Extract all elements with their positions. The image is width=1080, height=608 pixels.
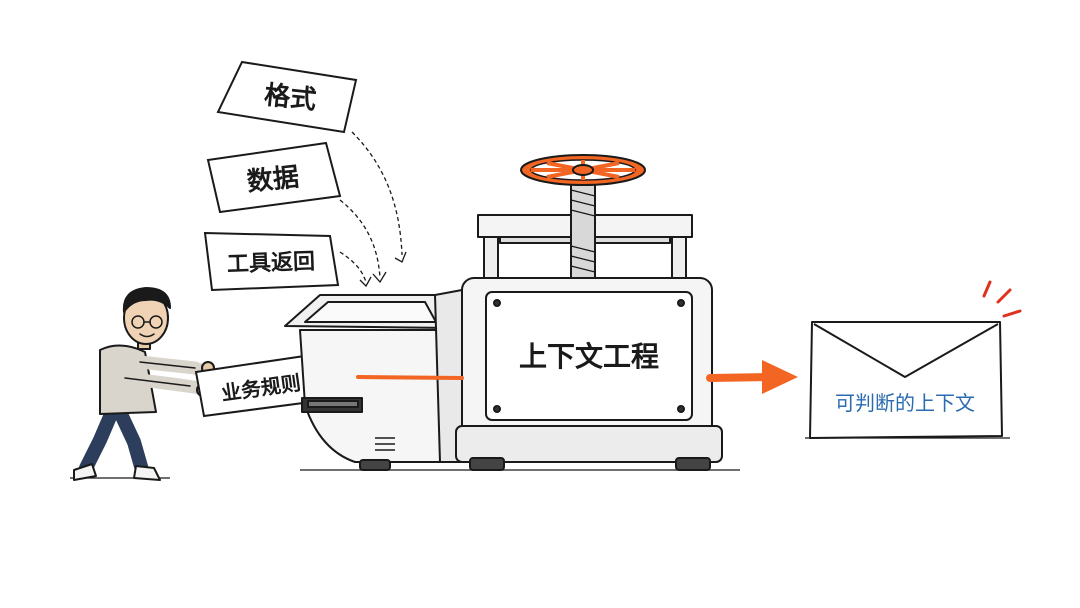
output-label: 可判断的上下文 — [835, 391, 975, 415]
motion-lines — [339, 131, 407, 288]
person-pushing-icon — [73, 287, 215, 481]
arrow-in — [356, 375, 464, 380]
note-tool-return: 工具返回 — [203, 231, 340, 292]
note-data: 数据 — [206, 141, 342, 214]
note-business-rules: 业务规则 — [194, 352, 328, 418]
note-format-label: 格式 — [263, 79, 318, 115]
note-format: 格式 — [216, 60, 358, 134]
note-tool-return-label: 工具返回 — [227, 249, 316, 277]
press-label: 上下文工程 — [519, 340, 659, 373]
feeder-hopper — [284, 289, 463, 471]
arrow-right-icon — [706, 360, 798, 394]
envelope-icon — [809, 280, 1022, 439]
press-machine-icon — [455, 154, 723, 471]
note-data-label: 数据 — [246, 162, 301, 197]
